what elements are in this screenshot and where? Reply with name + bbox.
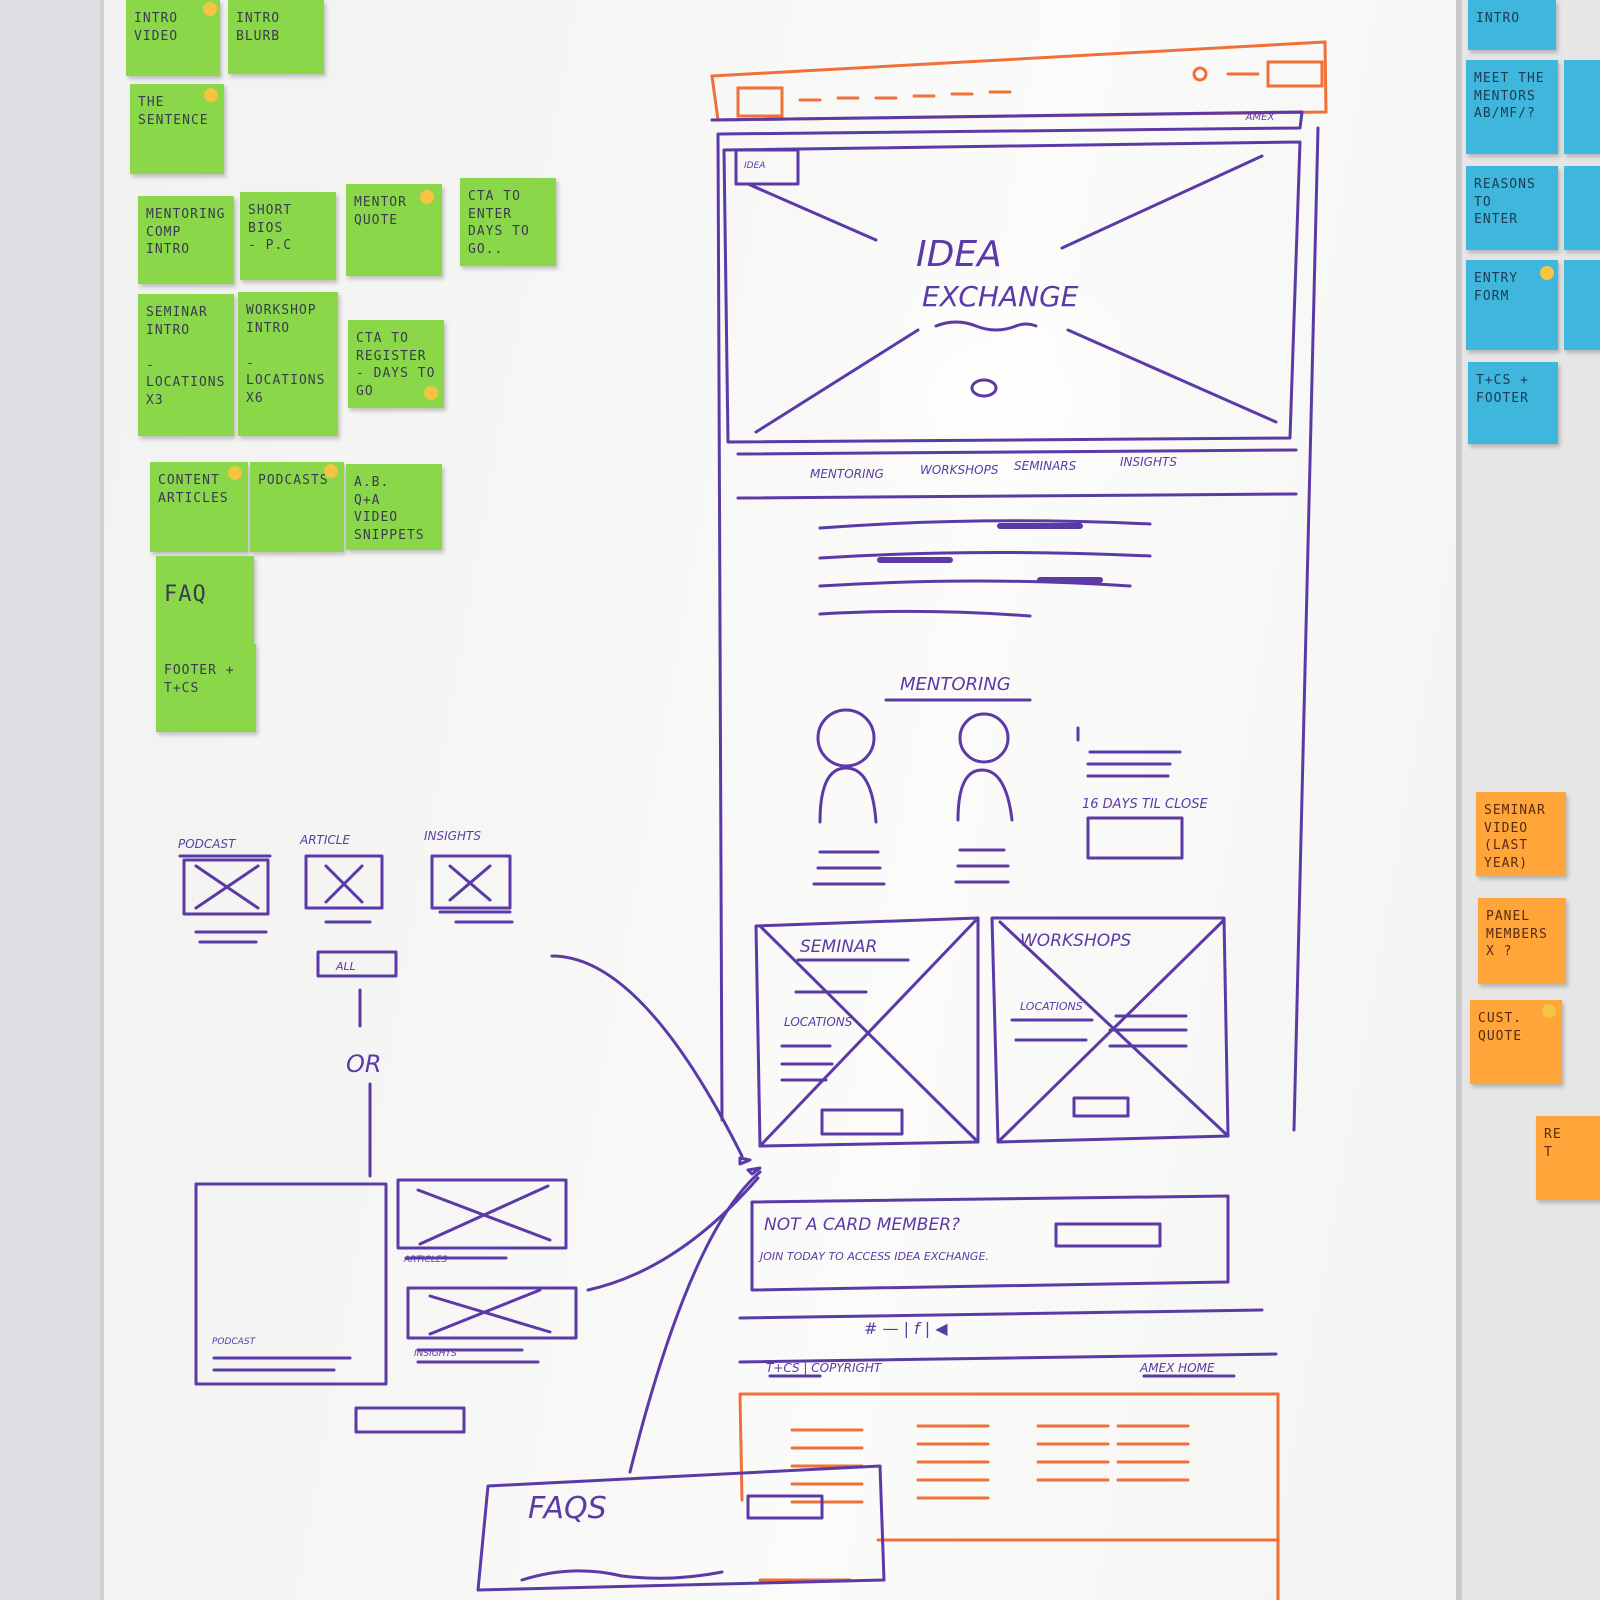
dot-sticker <box>424 386 438 400</box>
amex-text: AMEX <box>1245 112 1276 123</box>
orange-header-sketch <box>710 40 1328 1600</box>
hero-title-line2: EXCHANGE <box>922 280 1079 313</box>
or-text: OR <box>346 1050 382 1078</box>
days-til-close: 16 DAYS TIL CLOSE <box>1082 797 1208 812</box>
sticky-note-panel-members: PANEL MEMBERS X ? <box>1478 898 1566 984</box>
dot-sticker <box>204 88 218 102</box>
logo-box-text: IDEA <box>744 161 765 171</box>
mentoring-heading: MENTORING <box>900 674 1011 695</box>
sticky-note-reasons-enter: REASONS TO ENTER <box>1466 166 1558 250</box>
articles-label: ARTICLES <box>403 1255 448 1265</box>
member-title: NOT A CARD MEMBER? <box>764 1215 960 1235</box>
nav-insights: INSIGHTS <box>1120 455 1177 469</box>
social-icons: # — | f | ◀ <box>864 1319 948 1338</box>
nav-workshops: WORKSHOPS <box>920 463 999 477</box>
dot-sticker <box>203 2 217 16</box>
sticky-note-footer-tcs: FOOTER + T+CS <box>156 644 256 732</box>
insights-sub-label: INSIGHTS <box>414 1349 457 1359</box>
workshops-heading: WORKSHOPS <box>1020 931 1131 951</box>
faq-title: FAQS <box>528 1491 607 1526</box>
sticky-note-intro-blurb: INTRO BLURB <box>228 0 324 74</box>
article-label: ARTICLE <box>299 833 350 847</box>
sticky-note-seminar-video: SEMINAR VIDEO (LAST YEAR) <box>1476 792 1566 876</box>
sticky-note-cta-enter: CTA TO ENTER DAYS TO GO.. <box>460 178 556 266</box>
nav-mentoring: MENTORING <box>810 467 884 481</box>
sticky-note-meet-mentors: MEET THE MENTORS AB/MF/? <box>1466 60 1558 154</box>
sticky-note-partial: RE T <box>1536 1116 1600 1200</box>
purple-content-sketch <box>178 854 886 1592</box>
sticky-note-mentoring-comp: MENTORING COMP INTRO <box>138 196 234 284</box>
podcast-sub-label: PODCAST <box>212 1337 257 1347</box>
wall-left <box>0 0 100 1600</box>
dot-sticker <box>324 464 338 478</box>
member-subtitle: JOIN TODAY TO ACCESS IDEA EXCHANGE. <box>758 1250 989 1263</box>
sticky-note-blue-edge <box>1564 260 1600 350</box>
seminar-heading: SEMINAR <box>800 937 877 957</box>
sketch-text: AMEX IDEA IDEA EXCHANGE MENTORING WORKSH… <box>178 112 1275 1526</box>
footer-amex-home: AMEX HOME <box>1139 1361 1215 1375</box>
purple-page-sketch <box>550 110 1320 1474</box>
workshops-locations: LOCATIONS <box>1020 1000 1083 1013</box>
sticky-note-workshop-intro: WORKSHOP INTRO - LOCATIONS X6 <box>238 292 338 436</box>
sticky-note-blue-edge <box>1564 166 1600 250</box>
insights-label: INSIGHTS <box>424 829 481 843</box>
nav-seminars: SEMINARS <box>1014 459 1077 473</box>
sticky-note-tcs-footer: T+CS + FOOTER <box>1468 362 1558 444</box>
podcast-label: PODCAST <box>178 837 237 851</box>
all-button-text: ALL <box>335 960 356 973</box>
footer-tcs: T+CS | COPYRIGHT <box>766 1361 883 1375</box>
sticky-note-faq: FAQ <box>156 556 254 644</box>
sticky-note-qa-video: A.B. Q+A VIDEO SNIPPETS <box>346 464 442 550</box>
sticky-note-short-bios: SHORT BIOS - P.C <box>240 192 336 280</box>
sticky-note-blue-edge <box>1564 60 1600 154</box>
light-reflection <box>880 300 1120 500</box>
dot-sticker <box>228 466 242 480</box>
dot-sticker <box>1542 1004 1556 1018</box>
dot-sticker <box>1540 266 1554 280</box>
sticky-note-intro: INTRO <box>1468 0 1556 50</box>
dot-sticker <box>420 190 434 204</box>
sticky-note-seminar-intro: SEMINAR INTRO - LOCATIONS X3 <box>138 294 234 436</box>
hero-title-line1: IDEA <box>916 234 1002 275</box>
seminar-locations: LOCATIONS <box>784 1015 853 1029</box>
